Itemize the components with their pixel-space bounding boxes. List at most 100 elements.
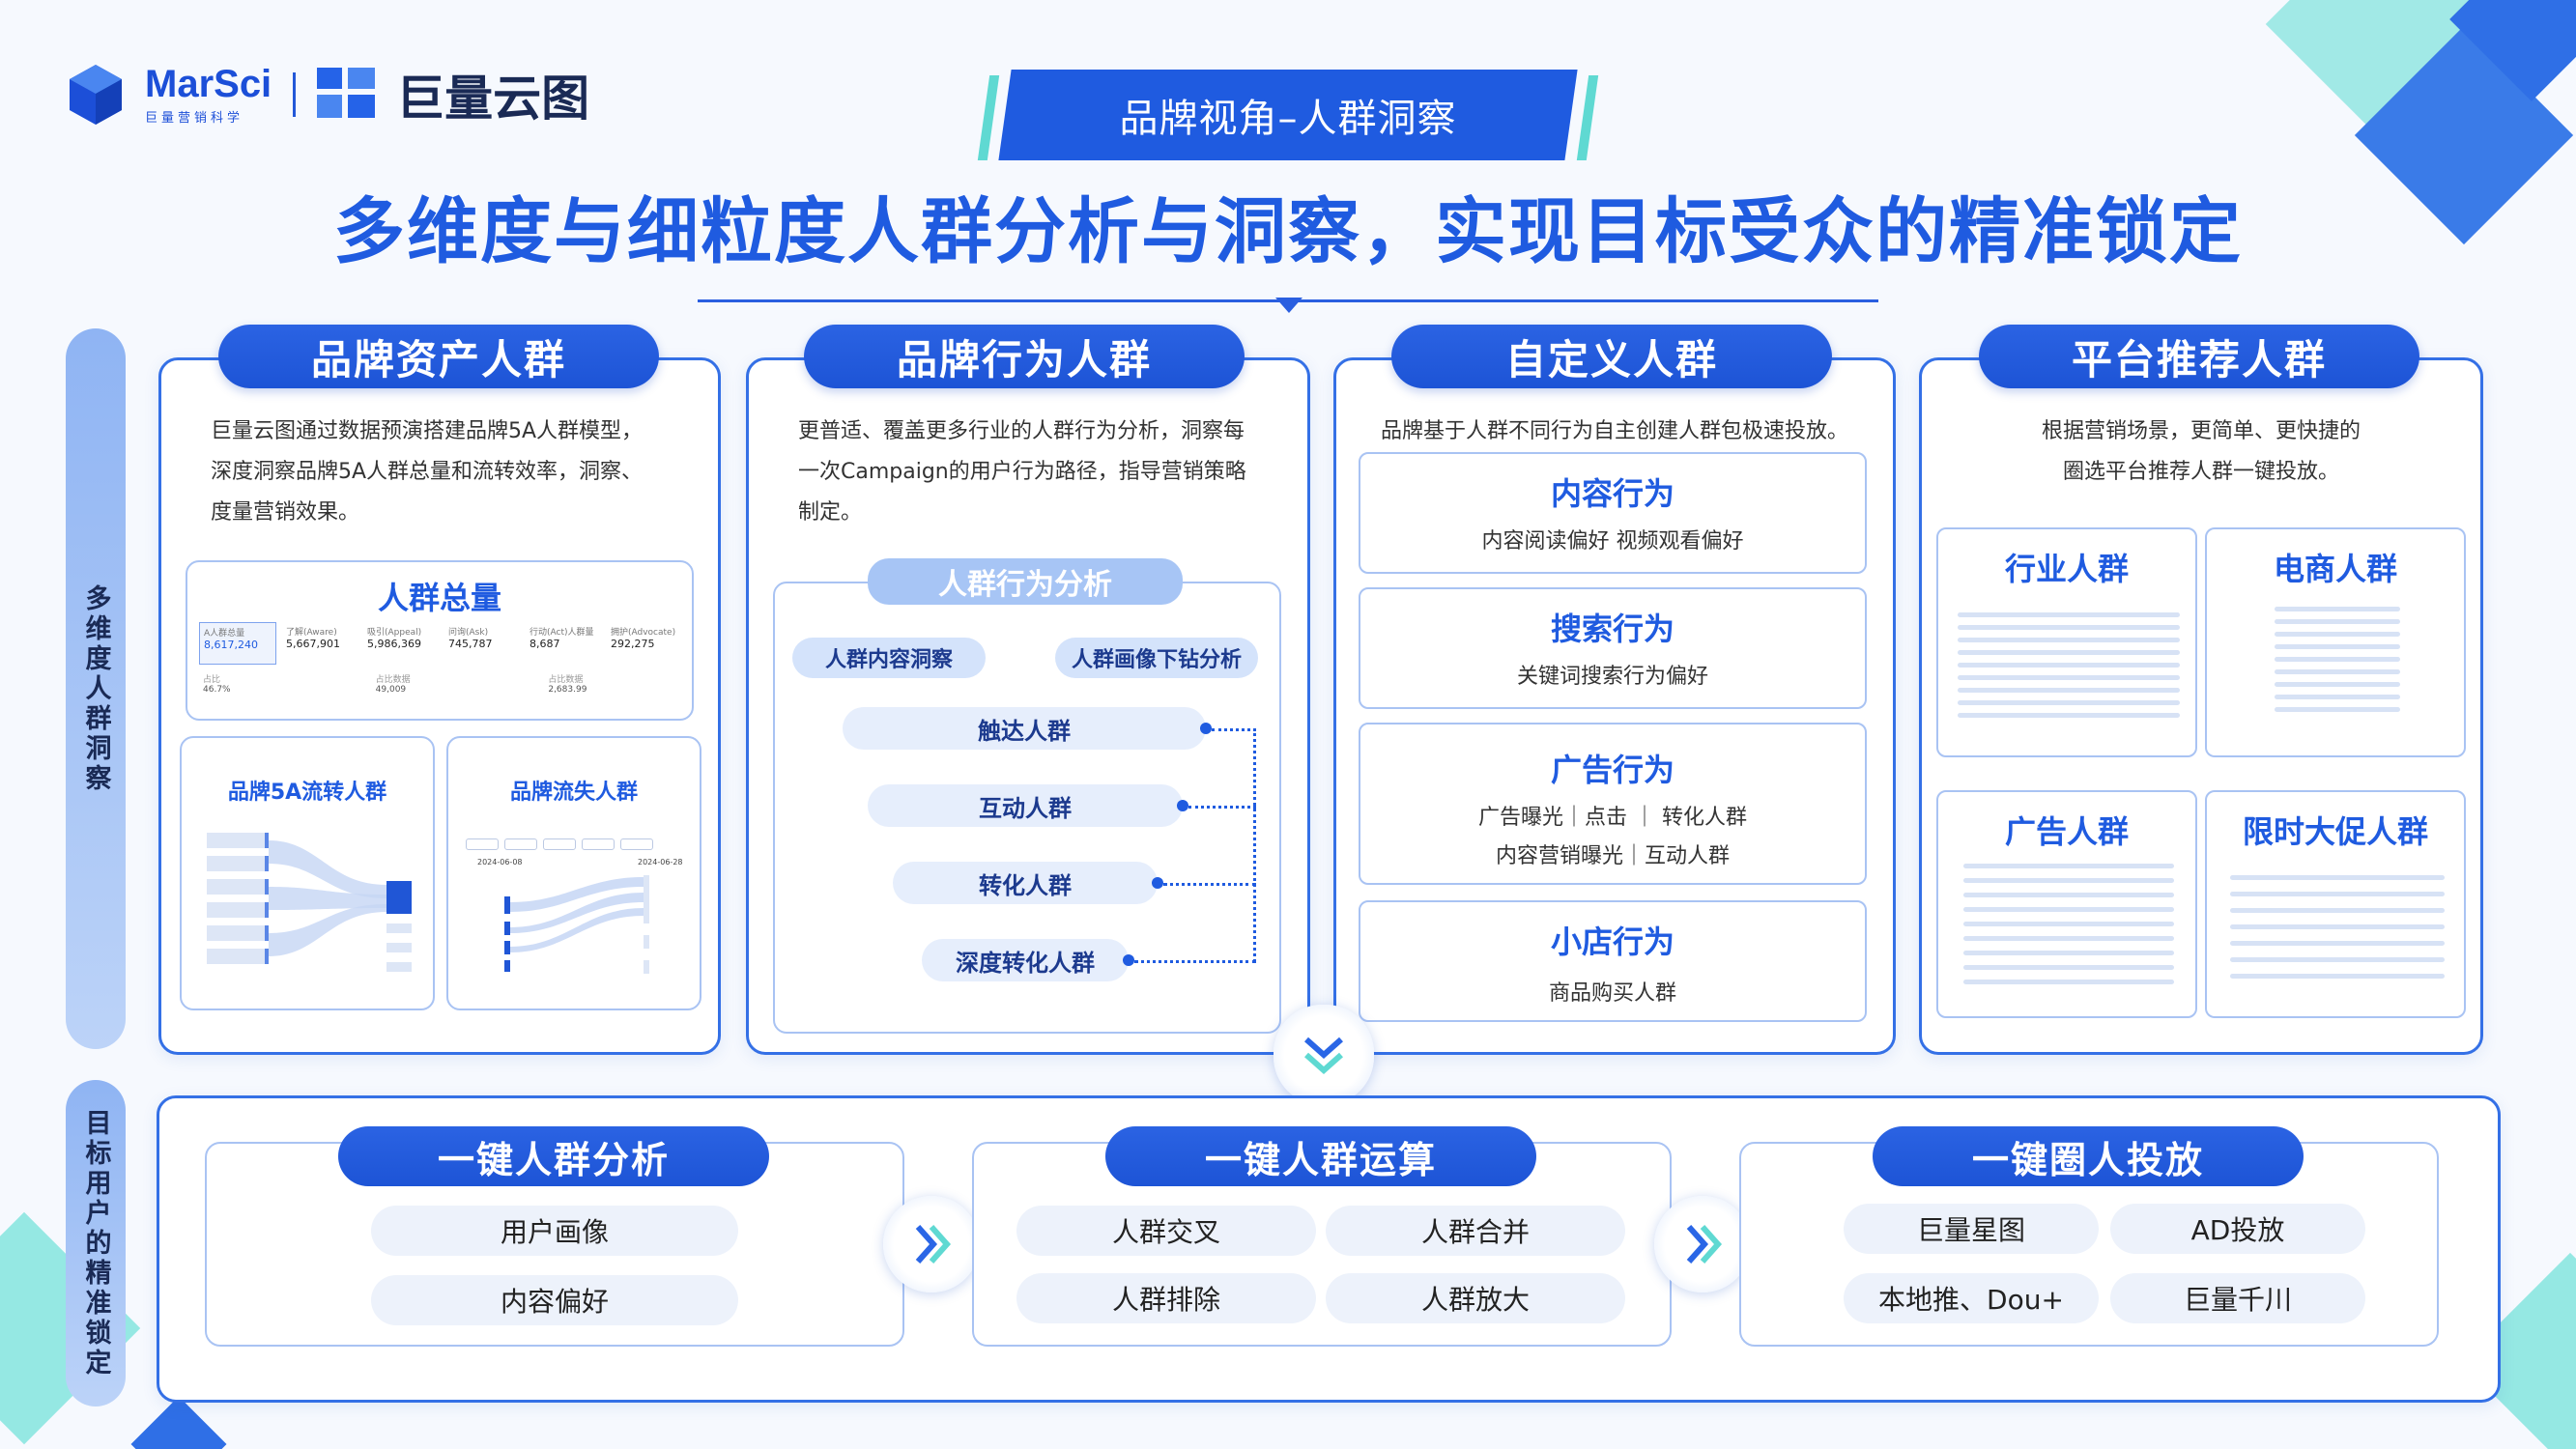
marsci-wordmark: MarSci 巨量营销科学 [145,65,272,126]
bottom-section-compute-title: 一键人群运算 [1105,1126,1536,1186]
platform-ecommerce[interactable]: 电商人群 [2205,527,2466,757]
option-intersect[interactable]: 人群交叉 [1016,1206,1316,1256]
behavior-ad-desc-1: 广告曝光｜点击 ｜ 转化人群 [1478,806,1747,830]
platform-industry-thumbnail [1958,612,2180,718]
brand-logos: MarSci 巨量营销科学 巨量云图 [68,60,589,129]
option-content-preference[interactable]: 内容偏好 [371,1275,738,1325]
logo-divider [293,72,297,117]
flow-connector [1134,960,1256,963]
card-brand-behavior-title: 品牌行为人群 [804,325,1245,388]
platform-promo[interactable]: 限时大促人群 [2205,790,2466,1018]
platform-ecommerce-thumbnail [2275,607,2400,712]
platform-ad-title: 广告人群 [2004,813,2129,850]
platform-ecommerce-title: 电商人群 [2273,551,2397,587]
option-xingtu[interactable]: 巨量星图 [1844,1204,2099,1254]
card-brand-asset-title: 品牌资产人群 [218,325,659,388]
behavior-ad-title: 广告行为 [1550,752,1674,788]
loss-date-end: 2024-06-28 [638,858,683,867]
platform-promo-thumbnail [2230,875,2445,979]
loss-population-box: 品牌流失人群 2024-06-08 2024-06-28 [446,736,701,1010]
step-dot [1123,954,1134,966]
option-merge[interactable]: 人群合并 [1326,1206,1625,1256]
tag-profile-drilldown[interactable]: 人群画像下钻分析 [1055,638,1258,678]
card-custom-audience-desc: 品牌基于人群不同行为自主创建人群包极速投放。 [1380,419,1848,443]
card-brand-asset-desc: 巨量云图通过数据预演搭建品牌5A人群模型， 深度洞察品牌5A人群总量和流转效率，… [211,419,644,525]
filter-chip [543,838,576,850]
loss-population-title: 品牌流失人群 [509,781,638,805]
marsci-logo-icon [68,63,124,127]
marsci-name: MarSci [145,62,272,105]
chevron-right-icon [883,1196,980,1293]
flow-connector [1163,883,1256,886]
option-exclude[interactable]: 人群排除 [1016,1273,1316,1323]
filter-chip [504,838,537,850]
down-chevron-icon [1274,1005,1374,1105]
flow-sankey-thumbnail [207,833,412,972]
filter-chip [466,838,499,850]
behavior-analysis-title: 人群行为分析 [868,558,1183,605]
stat-cell: 问询(Ask)745,787 [448,628,493,650]
step-deep-convert[interactable]: 深度转化人群 [922,939,1129,981]
step-interact[interactable]: 互动人群 [868,784,1183,827]
step-dot [1177,800,1188,811]
flow-population-box: 品牌5A流转人群 [180,736,435,1010]
behavior-ad-desc-2: 内容营销曝光｜互动人群 [1495,844,1730,868]
tag-content-insight[interactable]: 人群内容洞察 [792,638,986,678]
behavior-search[interactable]: 搜索行为 关键词搜索行为偏好 [1359,587,1867,709]
option-expand[interactable]: 人群放大 [1326,1273,1625,1323]
side-label-targeting: 目标用户的精准锁定 [66,1080,126,1406]
behavior-shop[interactable]: 小店行为 商品购买人群 [1359,900,1867,1022]
platform-promo-title: 限时大促人群 [2242,813,2428,850]
headline-pointer [1275,298,1302,313]
stat-cell: 了解(Aware)5,667,901 [286,628,340,650]
flow-population-title: 品牌5A流转人群 [227,781,387,805]
decor-blue-bottom-left [130,1396,227,1449]
behavior-content[interactable]: 内容行为 内容阅读偏好 视频观看偏好 [1359,452,1867,574]
juliang-name: 巨量云图 [396,71,590,127]
platform-ad-thumbnail [1963,864,2174,984]
bottom-section-analysis-title: 一键人群分析 [338,1126,769,1186]
section-tag: 品牌视角–人群洞察 [977,70,1599,166]
option-user-profile[interactable]: 用户画像 [371,1206,738,1256]
card-platform-recommend-desc: 根据营销场景，更简单、更快捷的 圈选平台推荐人群一键投放。 [2041,419,2361,484]
filter-chip [620,838,653,850]
marsci-subname: 巨量营销科学 [145,110,244,126]
filter-chip [582,838,615,850]
behavior-shop-title: 小店行为 [1550,923,1674,960]
step-reach[interactable]: 触达人群 [843,707,1206,750]
page-headline: 多维度与细粒度人群分析与洞察，实现目标受众的精准锁定 [333,190,2243,273]
behavior-content-title: 内容行为 [1550,475,1674,512]
card-platform-recommend-title: 平台推荐人群 [1979,325,2419,388]
bottom-section-deliver-title: 一键圈人投放 [1873,1126,2304,1186]
juliang-logo-icon [317,68,376,122]
stat-cell: 拥护(Advocate)292,275 [611,628,676,650]
step-dot [1152,877,1163,889]
loss-date-start: 2024-06-08 [477,858,523,867]
step-dot [1200,723,1212,734]
section-tag-text: 品牌视角–人群洞察 [1119,97,1457,141]
flow-connector [1212,728,1256,962]
step-convert[interactable]: 转化人群 [893,862,1158,904]
stat-cell: 吸引(Appeal)5,986,369 [367,628,422,650]
behavior-ad[interactable]: 广告行为 广告曝光｜点击 ｜ 转化人群 内容营销曝光｜互动人群 [1359,723,1867,885]
behavior-search-desc: 关键词搜索行为偏好 [1516,665,1708,689]
platform-industry-title: 行业人群 [2004,551,2129,587]
behavior-shop-desc: 商品购买人群 [1548,981,1676,1006]
total-population-title: 人群总量 [377,580,501,616]
chevron-right-icon [1654,1196,1751,1293]
card-brand-behavior-desc: 更普适、覆盖更多行业的人群行为分析，洞察每 一次Campaign的用户行为路径，… [798,419,1246,525]
platform-ad[interactable]: 广告人群 [1936,790,2197,1018]
option-local-dou[interactable]: 本地推、Dou+ [1844,1273,2099,1323]
card-custom-audience-title: 自定义人群 [1391,325,1832,388]
platform-industry[interactable]: 行业人群 [1936,527,2197,757]
option-ad-delivery[interactable]: AD投放 [2110,1204,2365,1254]
loss-sankey-thumbnail [504,875,649,974]
option-qianchuan[interactable]: 巨量千川 [2110,1273,2365,1323]
